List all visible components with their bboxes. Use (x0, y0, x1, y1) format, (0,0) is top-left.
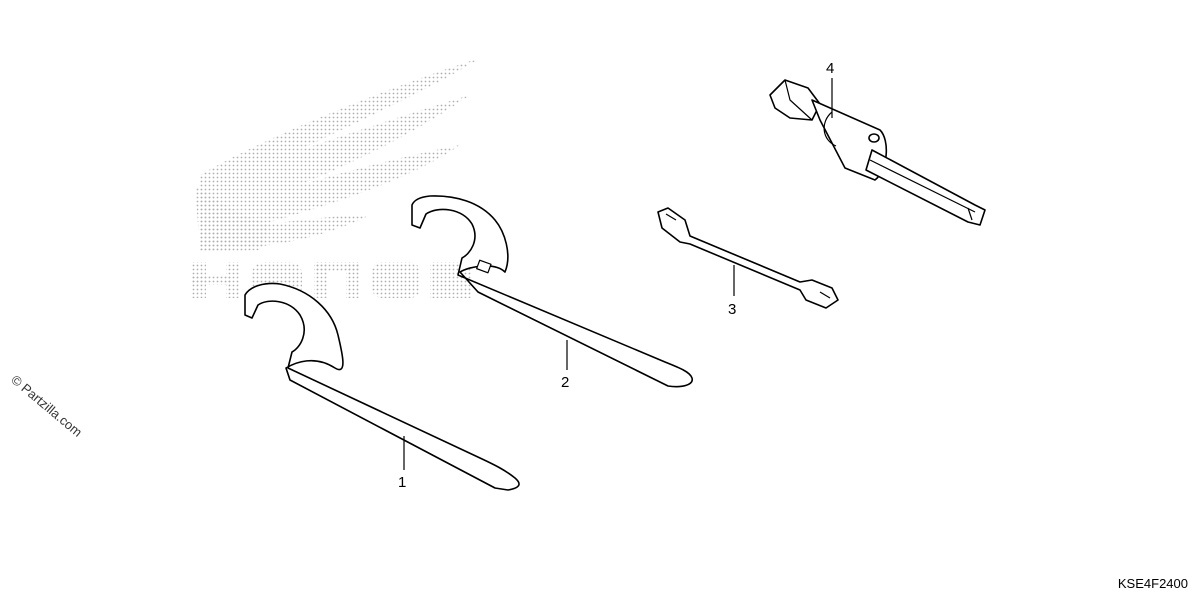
part-2-hook-wrench[interactable] (411, 195, 693, 388)
honda-lettering-watermark (192, 262, 472, 298)
callout-4: 4 (826, 60, 834, 77)
callout-1: 1 (398, 474, 406, 491)
callout-3: 3 (728, 301, 736, 318)
callout-leaders (403, 78, 833, 470)
part-4-socket-wrench[interactable] (769, 79, 986, 226)
diagram-code: KSE4F2400 (1117, 576, 1188, 591)
part-1-hook-wrench[interactable] (244, 282, 520, 491)
callout-2: 2 (561, 374, 569, 391)
honda-wing-watermark (195, 58, 480, 252)
part-3-flat-wrench[interactable] (657, 207, 839, 309)
